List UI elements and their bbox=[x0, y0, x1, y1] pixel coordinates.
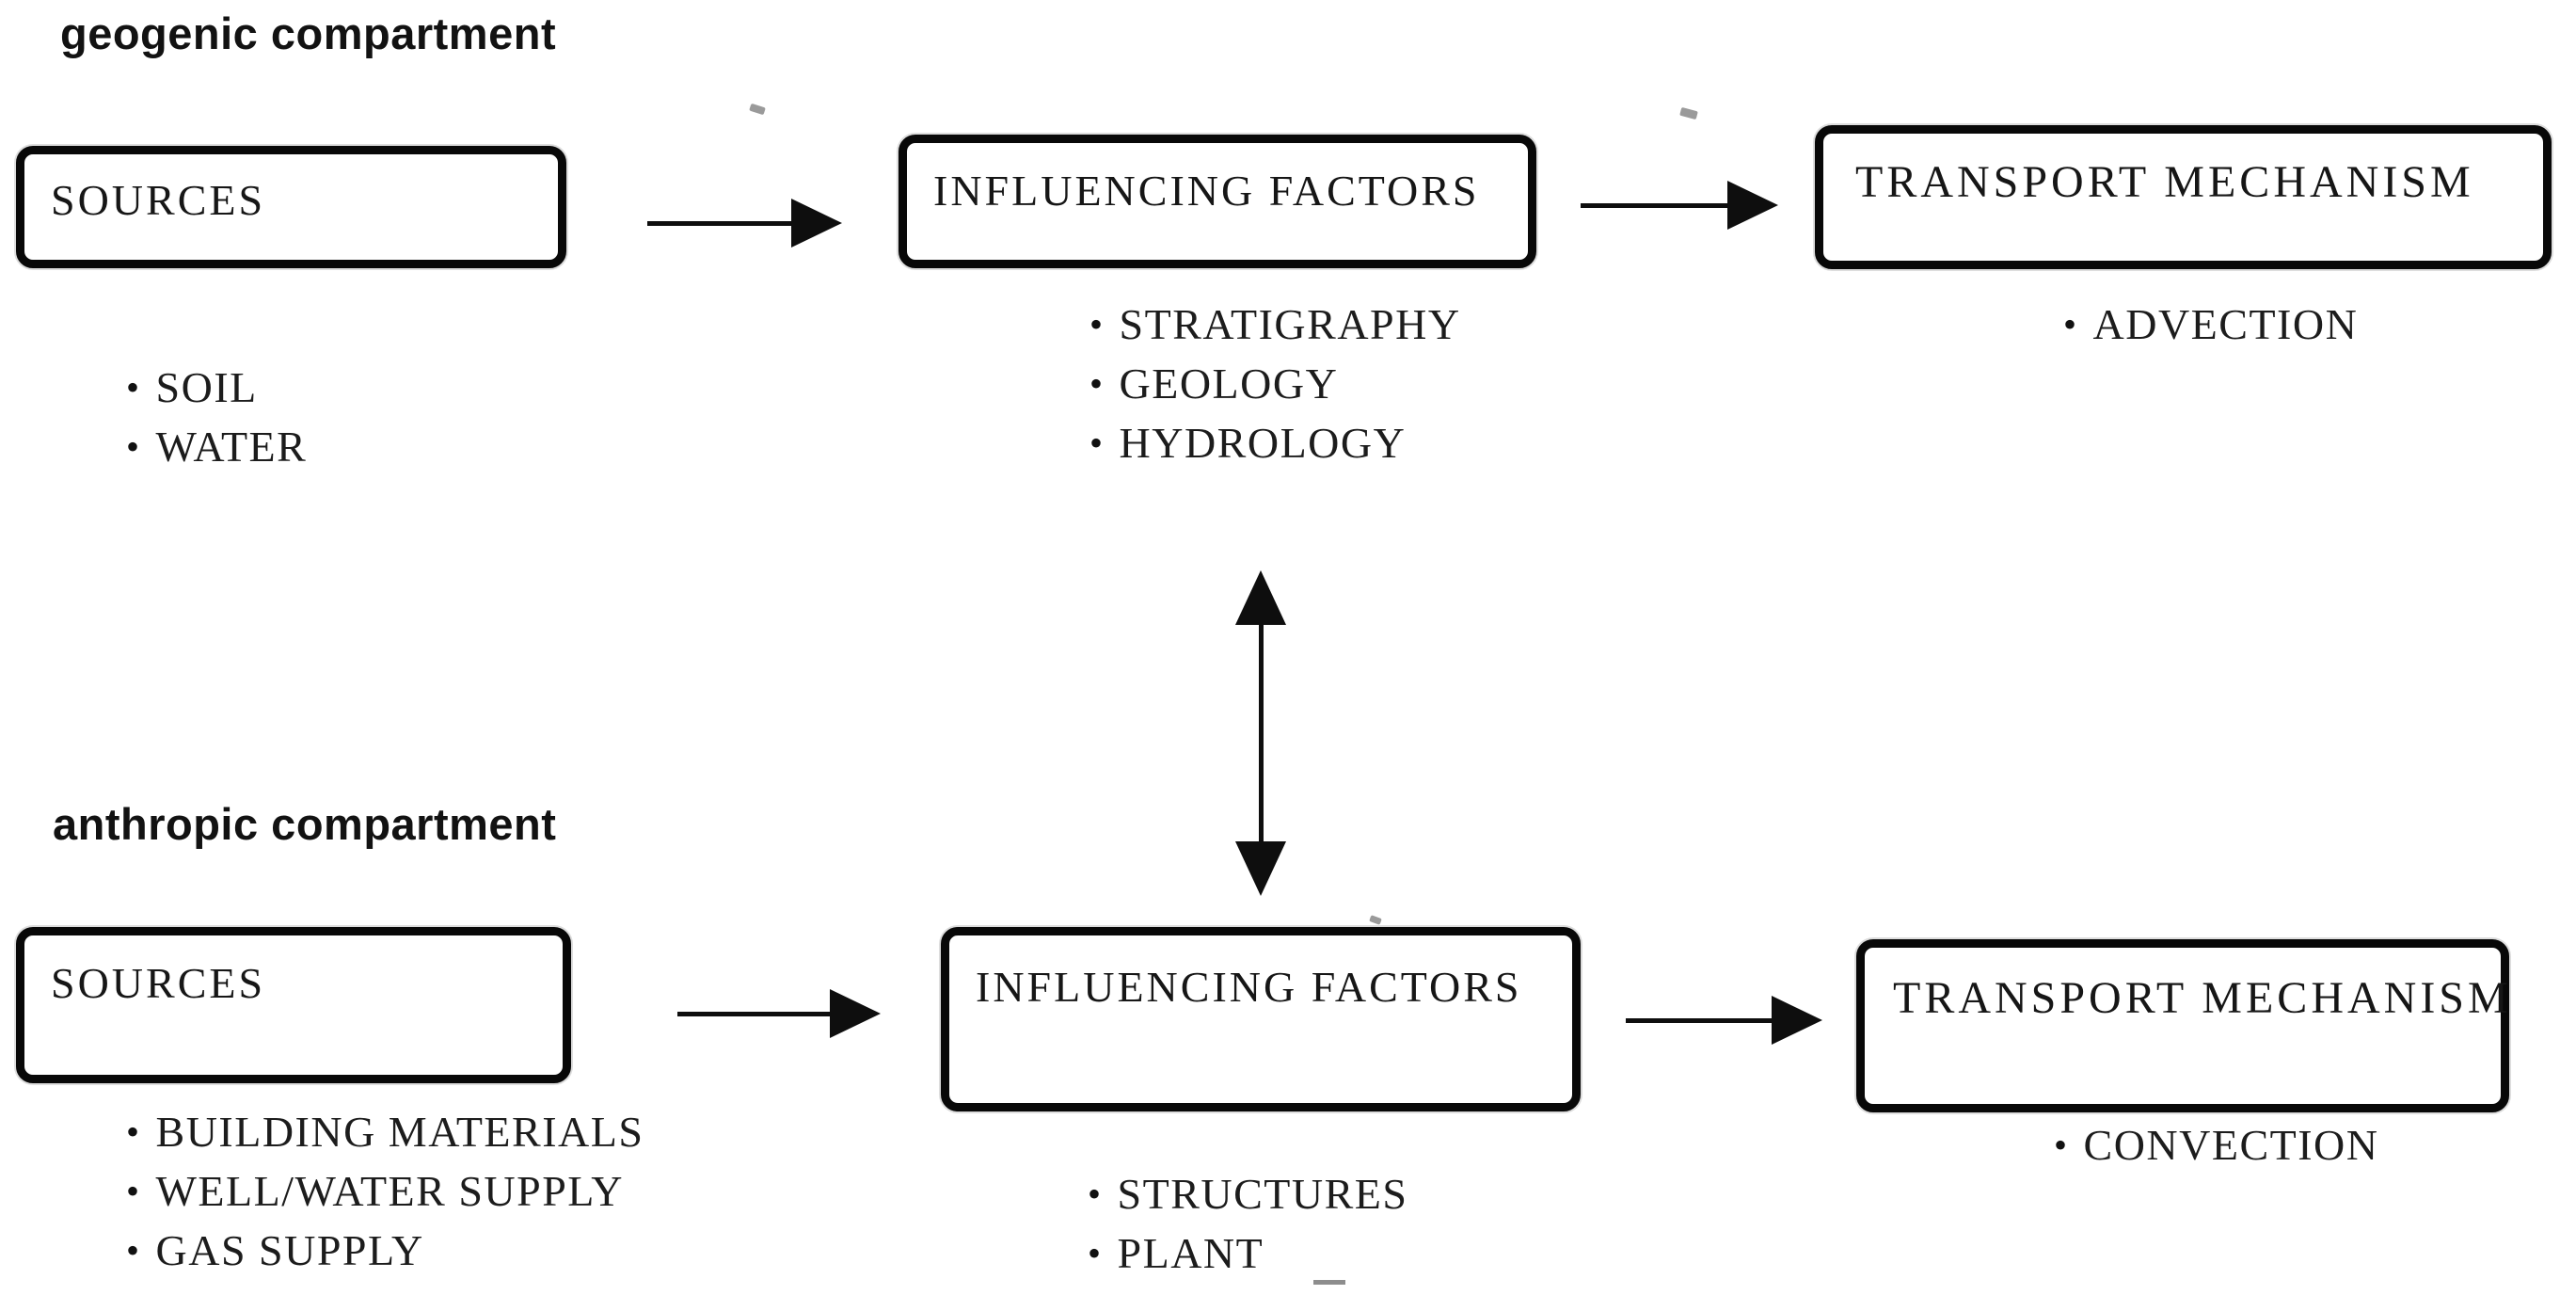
list-item-label: GEOLOGY bbox=[1119, 360, 1339, 408]
list-item: • PLANT bbox=[1088, 1228, 1407, 1287]
geogenic-sources-title: SOURCES bbox=[51, 176, 266, 224]
arrow-shaft bbox=[1626, 1017, 1772, 1023]
arrow-head-down bbox=[1235, 841, 1286, 896]
geogenic-influencing-factors-title: INFLUENCING FACTORS bbox=[933, 167, 1480, 215]
list-item: • WATER bbox=[126, 422, 307, 481]
anthropic-sources-box: SOURCES bbox=[16, 927, 571, 1083]
list-item: • STRATIGRAPHY bbox=[1089, 299, 1461, 359]
arrow-shaft bbox=[647, 220, 791, 226]
anthropic-transport-mechanism-list: • CONVECTION bbox=[2054, 1120, 2379, 1179]
bullet-icon: • bbox=[1089, 303, 1105, 345]
list-item-label: CONVECTION bbox=[2083, 1121, 2379, 1169]
list-item: • GAS SUPPLY bbox=[126, 1225, 644, 1285]
list-item-label: SOIL bbox=[155, 363, 258, 411]
list-item: • WELL/WATER SUPPLY bbox=[126, 1166, 644, 1225]
list-item-label: STRATIGRAPHY bbox=[1119, 300, 1461, 348]
speck-artifact bbox=[1369, 915, 1382, 925]
geogenic-influencing-factors-box: INFLUENCING FACTORS bbox=[898, 135, 1536, 268]
arrow-head-up bbox=[1235, 570, 1286, 625]
bullet-icon: • bbox=[126, 425, 141, 468]
anthropic-influencing-factors-list: • STRUCTURES • PLANT bbox=[1088, 1169, 1407, 1287]
arrow-head bbox=[791, 199, 842, 248]
geogenic-sources-box: SOURCES bbox=[16, 146, 566, 268]
arrow-head bbox=[1772, 996, 1822, 1045]
anthropic-transport-mechanism-title: TRANSPORT MECHANISM bbox=[1893, 973, 2512, 1023]
list-item: • SOIL bbox=[126, 362, 307, 422]
arrow-shaft bbox=[1581, 202, 1727, 208]
list-item-label: STRUCTURES bbox=[1117, 1170, 1408, 1218]
anthropic-sources-title: SOURCES bbox=[51, 959, 266, 1007]
list-item-label: WELL/WATER SUPPLY bbox=[155, 1167, 625, 1215]
list-item: • HYDROLOGY bbox=[1089, 418, 1461, 477]
bullet-icon: • bbox=[126, 1229, 141, 1271]
bullet-icon: • bbox=[1089, 422, 1105, 464]
bullet-icon: • bbox=[2063, 303, 2078, 345]
arrow-vertical-double-icon bbox=[1234, 570, 1287, 896]
bullet-icon: • bbox=[126, 1111, 141, 1153]
plant-underscore-artifact bbox=[1313, 1280, 1345, 1285]
bullet-icon: • bbox=[126, 1170, 141, 1212]
anthropic-influencing-factors-box: INFLUENCING FACTORS bbox=[941, 927, 1581, 1111]
arrow-right-icon bbox=[1626, 996, 1822, 1045]
list-item-label: HYDROLOGY bbox=[1119, 419, 1407, 467]
bullet-icon: • bbox=[1089, 362, 1105, 405]
speck-artifact bbox=[749, 103, 766, 116]
bullet-icon: • bbox=[1088, 1232, 1103, 1274]
arrow-head bbox=[1727, 181, 1778, 230]
list-item: • BUILDING MATERIALS bbox=[126, 1107, 644, 1166]
list-item: • ADVECTION bbox=[2063, 299, 2358, 359]
list-item: • CONVECTION bbox=[2054, 1120, 2379, 1179]
anthropic-transport-mechanism-box: TRANSPORT MECHANISM bbox=[1856, 939, 2509, 1112]
list-item-label: WATER bbox=[155, 423, 308, 471]
bullet-icon: • bbox=[2054, 1124, 2069, 1166]
list-item-label: PLANT bbox=[1117, 1229, 1264, 1277]
bullet-icon: • bbox=[126, 366, 141, 408]
arrow-right-icon bbox=[1581, 181, 1778, 230]
bullet-icon: • bbox=[1088, 1173, 1103, 1215]
anthropic-compartment-label: anthropic compartment bbox=[53, 799, 557, 849]
geogenic-transport-mechanism-list: • ADVECTION bbox=[2063, 299, 2358, 359]
arrow-shaft bbox=[677, 1011, 830, 1016]
anthropic-influencing-factors-title: INFLUENCING FACTORS bbox=[976, 963, 1522, 1011]
arrow-shaft bbox=[1258, 625, 1264, 841]
speck-artifact bbox=[1679, 106, 1698, 120]
anthropic-sources-list: • BUILDING MATERIALS • WELL/WATER SUPPLY… bbox=[126, 1107, 644, 1285]
list-item: • STRUCTURES bbox=[1088, 1169, 1407, 1228]
arrow-right-icon bbox=[647, 199, 842, 248]
geogenic-sources-list: • SOIL • WATER bbox=[126, 362, 307, 481]
list-item-label: BUILDING MATERIALS bbox=[155, 1108, 644, 1156]
geogenic-influencing-factors-list: • STRATIGRAPHY • GEOLOGY • HYDROLOGY bbox=[1089, 299, 1461, 477]
geogenic-transport-mechanism-box: TRANSPORT MECHANISM bbox=[1815, 125, 2552, 269]
list-item-label: GAS SUPPLY bbox=[155, 1226, 424, 1274]
geogenic-transport-mechanism-title: TRANSPORT MECHANISM bbox=[1855, 157, 2474, 207]
arrow-head bbox=[830, 989, 881, 1038]
list-item-label: ADVECTION bbox=[2092, 300, 2359, 348]
arrow-right-icon bbox=[677, 989, 881, 1038]
list-item: • GEOLOGY bbox=[1089, 359, 1461, 418]
geogenic-compartment-label: geogenic compartment bbox=[60, 8, 557, 58]
